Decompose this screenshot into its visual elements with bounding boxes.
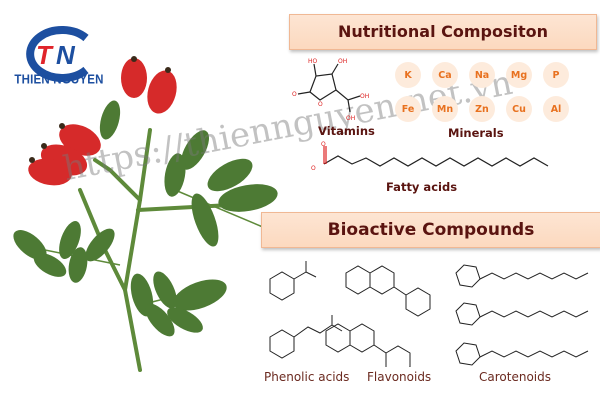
mineral-fe: Fe xyxy=(395,96,421,122)
mineral-zn: Zn xyxy=(469,96,495,122)
svg-text:O: O xyxy=(311,165,316,172)
phenolic-acids-label: Phenolic acids xyxy=(264,370,350,384)
svg-text:OH: OH xyxy=(360,93,369,100)
mineral-na: Na xyxy=(469,62,495,88)
brand-name: THIEN NGUYEN xyxy=(14,73,104,87)
svg-text:O: O xyxy=(318,101,323,108)
nutritional-composition-banner: Nutritional Compositon xyxy=(289,14,597,50)
fatty-acids-label: Fatty acids xyxy=(386,180,458,194)
thien-nguyen-logo-icon: T N xyxy=(26,26,89,82)
mineral-p: P xyxy=(543,62,569,88)
fatty-acid-molecule-icon: O O xyxy=(311,141,549,172)
svg-text:N: N xyxy=(56,40,76,70)
mineral-ca: Ca xyxy=(432,62,458,88)
svg-text:T: T xyxy=(36,40,54,70)
svg-text:O: O xyxy=(321,141,326,148)
mineral-mn: Mn xyxy=(432,96,458,122)
bioactive-molecules-icon xyxy=(269,261,589,367)
minerals-label: Minerals xyxy=(448,126,504,140)
mineral-al: Al xyxy=(543,96,569,122)
svg-text:HO: HO xyxy=(308,58,318,65)
carotenoids-label: Carotenoids xyxy=(479,370,551,384)
mineral-cu: Cu xyxy=(506,96,532,122)
flavonoids-label: Flavonoids xyxy=(367,370,432,384)
ascorbic-acid-molecule-icon: HO OH O O OH OH xyxy=(292,58,369,122)
minerals-grid: K Ca Na Mg P Fe Mn Zn Cu Al xyxy=(395,62,585,122)
mineral-k: K xyxy=(395,62,421,88)
svg-text:O: O xyxy=(292,91,297,98)
vitamins-label: Vitamins xyxy=(318,124,375,138)
svg-text:OH: OH xyxy=(346,115,355,122)
rose-hip-plant-icon xyxy=(13,56,278,372)
bioactive-compounds-banner: Bioactive Compounds xyxy=(261,212,600,248)
svg-text:OH: OH xyxy=(338,58,347,65)
mineral-mg: Mg xyxy=(506,62,532,88)
